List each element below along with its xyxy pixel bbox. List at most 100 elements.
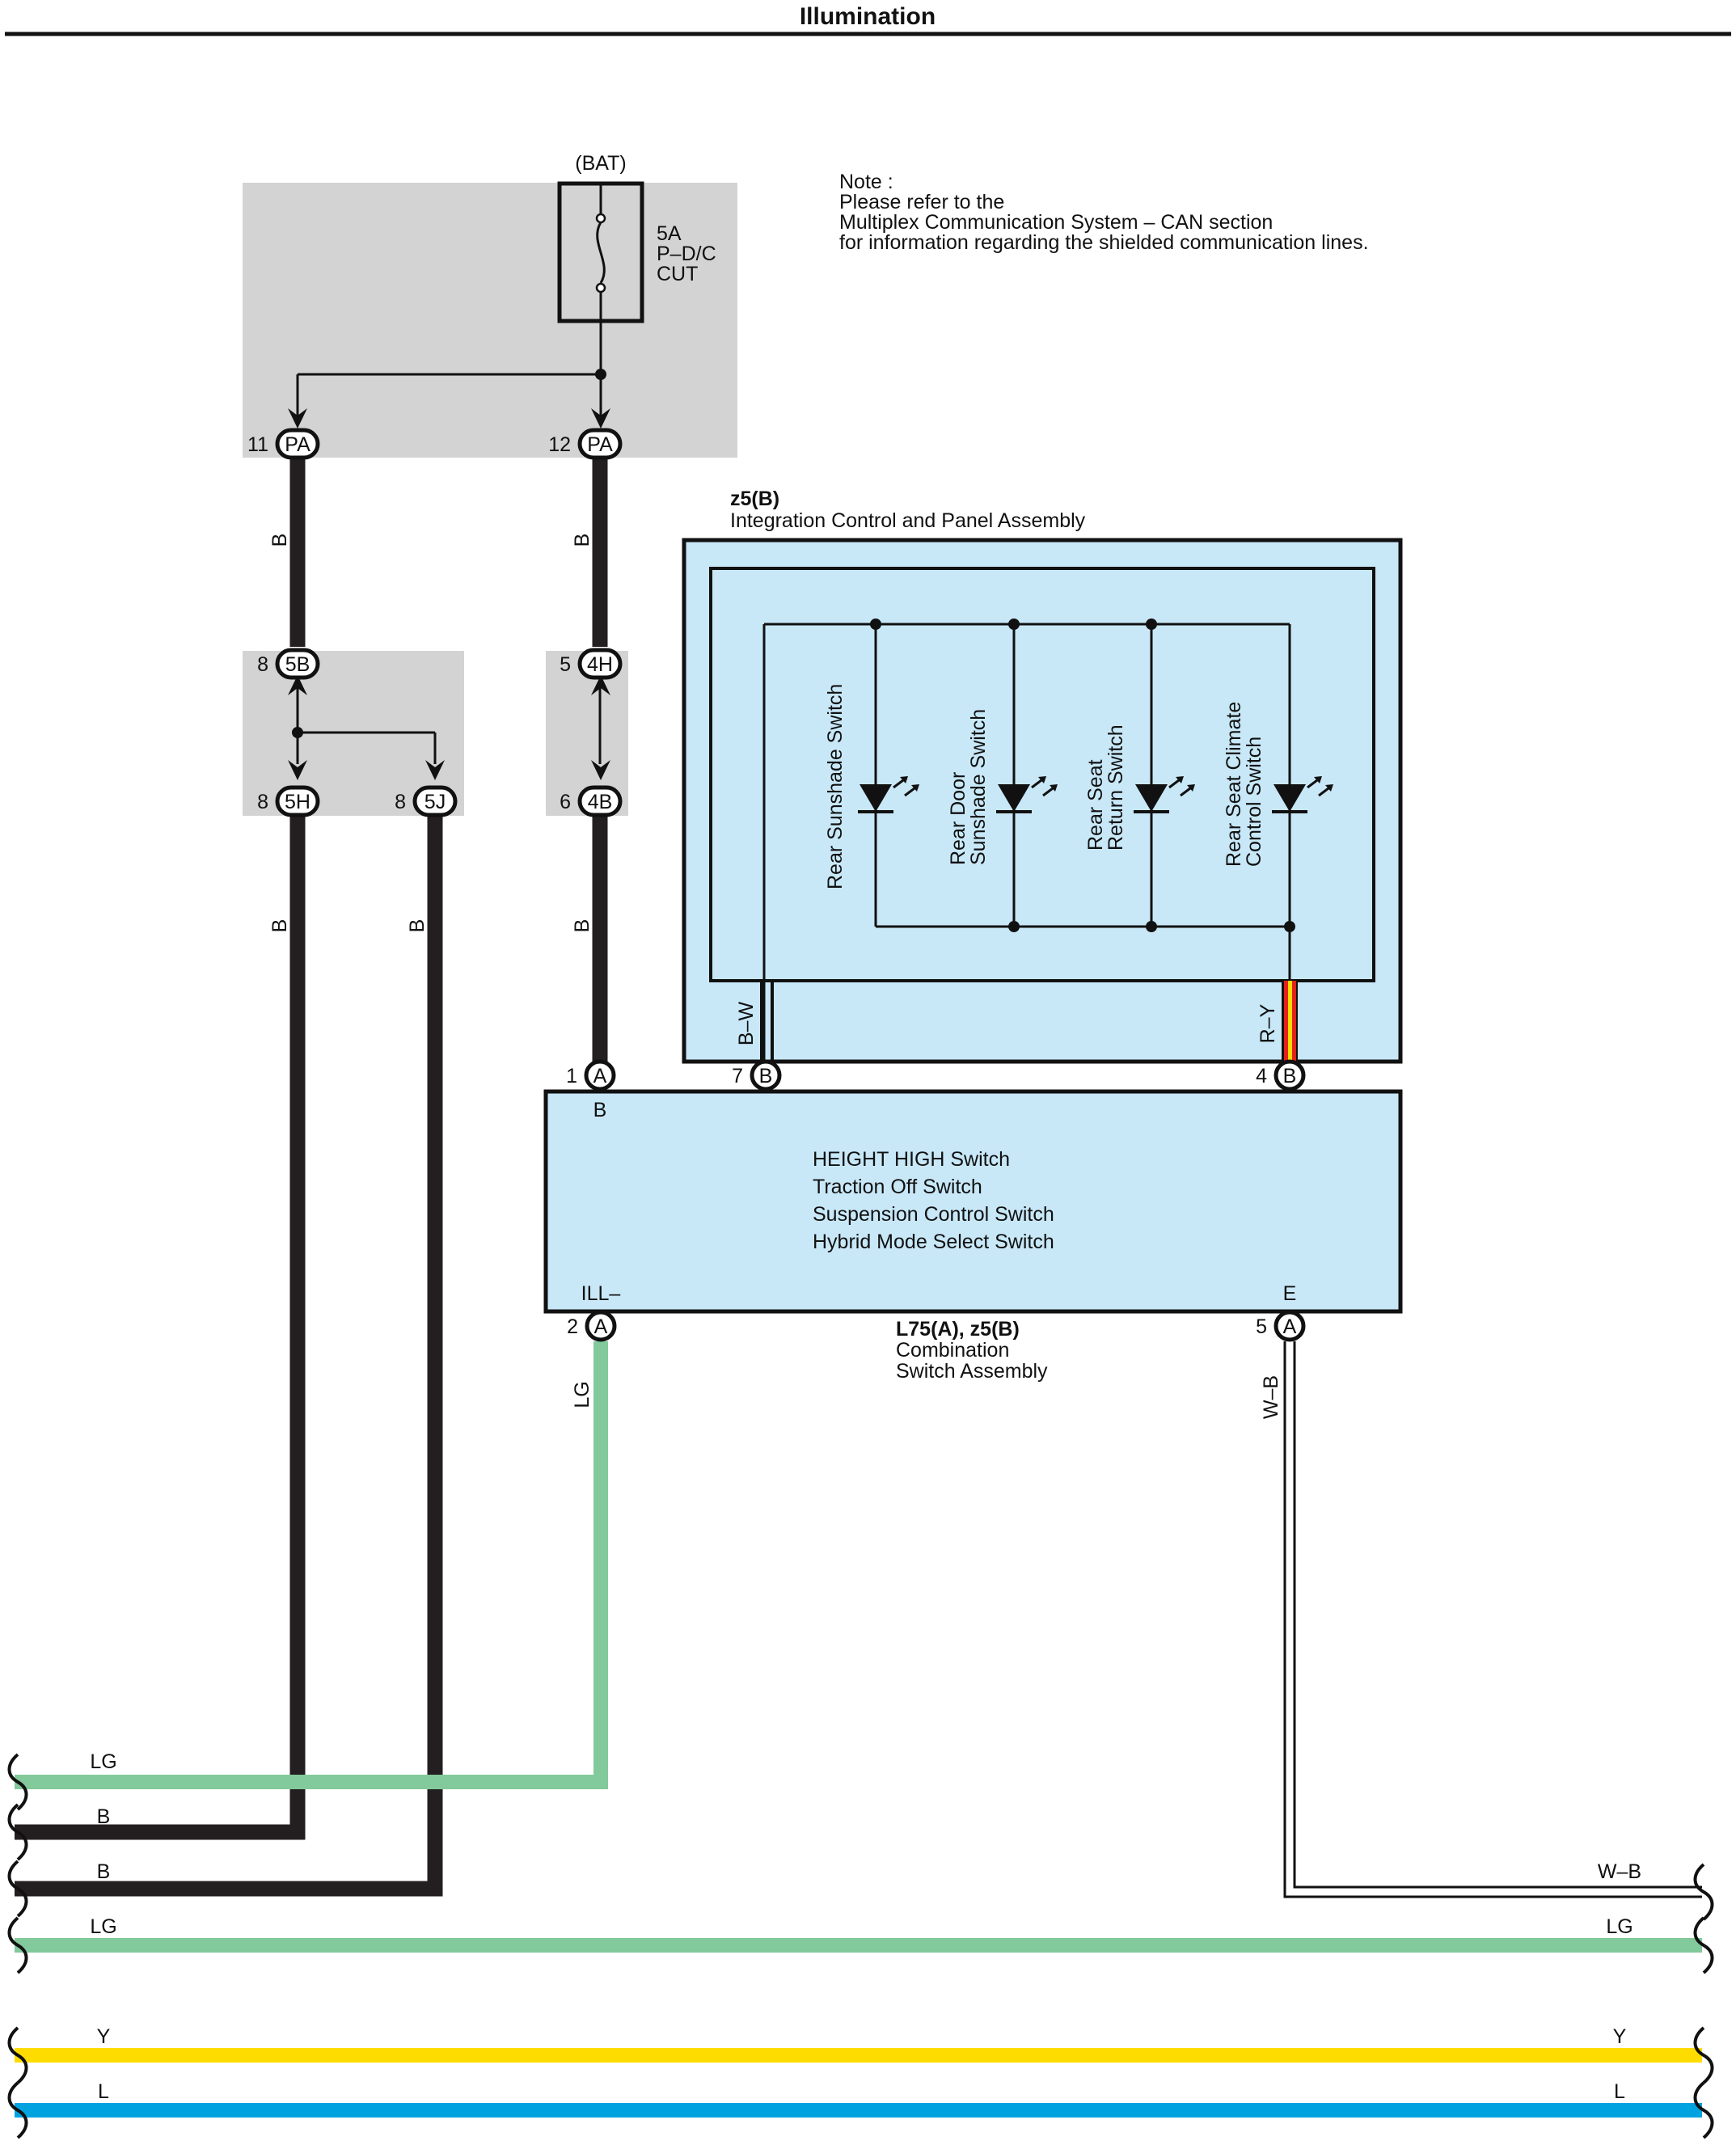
terminal-e: E — [1283, 1282, 1297, 1305]
svg-text:B: B — [1283, 1065, 1297, 1087]
connector-b4: B 4 — [1256, 1059, 1306, 1092]
switch-label-2: Rear Door Sunshade Switch — [947, 709, 990, 865]
svg-text:Sunshade Switch: Sunshade Switch — [967, 709, 990, 865]
combination-code: L75(A), z5(B) — [896, 1318, 1020, 1341]
bus-label: LG — [1606, 1915, 1633, 1938]
break-mark-left — [7, 2026, 28, 2084]
combination-pin-b-label: B — [593, 1099, 607, 1121]
wire-label-ry: R–Y — [1257, 1003, 1279, 1043]
bus-label: LG — [90, 1750, 116, 1773]
break-mark-left — [7, 1916, 28, 1974]
connector-pa-right: PA 12 — [548, 428, 623, 460]
bus-label: B — [97, 1805, 111, 1828]
svg-text:4B: 4B — [588, 791, 613, 813]
bus-label: W–B — [1598, 1860, 1641, 1883]
bus-label: B — [97, 1860, 111, 1883]
break-mark-left — [7, 1803, 28, 1861]
page-title: Illumination — [800, 3, 936, 30]
break-mark-right — [1693, 1916, 1714, 1974]
break-mark-right — [1693, 2026, 1714, 2084]
wire-label: B — [571, 534, 593, 547]
svg-text:A: A — [1283, 1315, 1297, 1338]
splice-dots — [870, 619, 1295, 932]
panel-code: z5(B) — [730, 488, 779, 510]
integration-panel-inner — [709, 567, 1375, 982]
wire-label: B — [406, 919, 429, 933]
bus-label: Y — [1613, 2025, 1627, 2048]
connector-a1: A 1 — [566, 1059, 616, 1092]
fuse-rating: 5A — [657, 222, 682, 245]
svg-text:B: B — [759, 1065, 773, 1087]
led-icon — [996, 776, 1058, 813]
wire-wb — [1283, 1341, 1702, 1898]
svg-text:PA: PA — [587, 433, 613, 456]
fuse-name-2: CUT — [657, 263, 698, 285]
svg-text:Return Switch: Return Switch — [1105, 724, 1127, 851]
svg-text:7: 7 — [732, 1065, 743, 1087]
svg-text:5: 5 — [1256, 1315, 1267, 1338]
svg-text:5H: 5H — [285, 791, 310, 813]
wire-label-wb: W–B — [1260, 1375, 1282, 1419]
svg-text:2: 2 — [567, 1315, 578, 1338]
combination-switch-item: Traction Off Switch — [813, 1176, 982, 1198]
wire-label: B — [268, 919, 291, 933]
wire-label-bw: B–W — [735, 1002, 758, 1046]
svg-text:Control Switch: Control Switch — [1243, 737, 1265, 867]
svg-text:4: 4 — [1256, 1065, 1267, 1087]
splice-dot — [595, 369, 606, 380]
wire-label-lg: LG — [571, 1381, 593, 1408]
svg-text:8: 8 — [395, 791, 406, 813]
fuse-block — [243, 183, 737, 458]
combination-switch-box — [543, 1089, 1403, 1314]
svg-text:A: A — [594, 1315, 608, 1338]
svg-text:A: A — [593, 1065, 607, 1087]
svg-text:5B: 5B — [285, 653, 310, 676]
note-heading: Note : — [839, 171, 893, 193]
svg-text:1: 1 — [566, 1065, 577, 1087]
connector-4b: 4B 6 — [560, 785, 623, 817]
svg-text:PA: PA — [285, 433, 310, 456]
wire-lg-ill — [15, 1341, 608, 1789]
wire-label: B — [268, 534, 291, 547]
connector-pa-left: PA 11 — [247, 428, 320, 460]
connector-a2: A 2 — [567, 1310, 617, 1342]
splice-dot — [292, 727, 303, 738]
svg-text:4H: 4H — [587, 653, 613, 676]
wire-b-group — [15, 458, 608, 1897]
bus-label: L — [98, 2080, 109, 2103]
bus-label: L — [1614, 2080, 1625, 2103]
svg-text:Rear Door: Rear Door — [947, 772, 969, 865]
wire-bw — [760, 981, 774, 1066]
svg-text:Rear Seat: Rear Seat — [1084, 759, 1107, 851]
break-mark-right — [1693, 2081, 1714, 2139]
combination-switch-item: Suspension Control Switch — [813, 1203, 1054, 1226]
break-mark-left — [7, 1753, 28, 1811]
connector-b7: B 7 — [732, 1059, 782, 1092]
terminal-ill: ILL– — [581, 1282, 621, 1305]
svg-text:Rear Seat Climate: Rear Seat Climate — [1223, 702, 1245, 867]
panel-name: Integration Control and Panel Assembly — [730, 509, 1086, 532]
svg-text:8: 8 — [257, 653, 268, 676]
switch-label-3: Rear Seat Return Switch — [1084, 724, 1127, 851]
switch-label-1: Rear Sunshade Switch — [824, 684, 847, 889]
connector-a5: A 5 — [1256, 1310, 1306, 1342]
svg-text:8: 8 — [257, 791, 268, 813]
note-line-1: Please refer to the — [839, 191, 1004, 213]
connector-5j: 5J 8 — [395, 785, 458, 817]
combination-switch-item: HEIGHT HIGH Switch — [813, 1148, 1010, 1171]
switch-label-4: Rear Seat Climate Control Switch — [1223, 702, 1265, 867]
break-mark-left — [7, 2081, 28, 2139]
svg-text:Rear Sunshade Switch: Rear Sunshade Switch — [824, 684, 847, 889]
bus-label: LG — [90, 1915, 116, 1938]
note-line-3: for information regarding the shielded c… — [839, 231, 1369, 254]
svg-text:5: 5 — [560, 653, 571, 676]
break-mark-left — [7, 1860, 28, 1918]
svg-text:5J: 5J — [424, 791, 446, 813]
note-line-2: Multiplex Communication System – CAN sec… — [839, 211, 1273, 234]
fuse-name-1: P–D/C — [657, 243, 716, 265]
wire-label: B — [571, 919, 593, 933]
led-icon — [1272, 776, 1333, 813]
connector-arrows — [288, 408, 610, 780]
combination-switch-item: Hybrid Mode Select Switch — [813, 1231, 1054, 1253]
